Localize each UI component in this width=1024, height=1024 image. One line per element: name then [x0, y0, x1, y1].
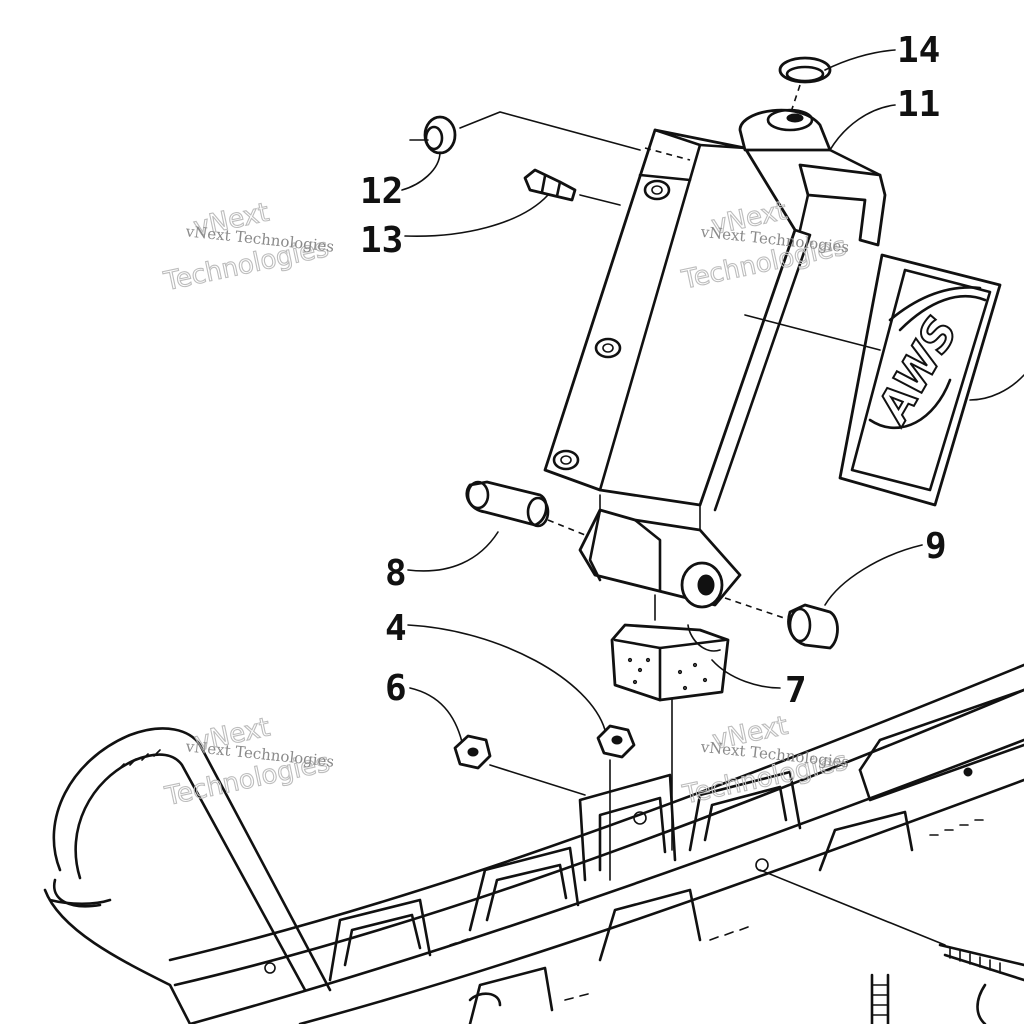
- callout-8: 8: [385, 553, 407, 594]
- callout-14: 14: [897, 30, 940, 71]
- callout-6: 6: [385, 668, 407, 709]
- callout-13: 13: [360, 220, 403, 261]
- callout-leaders: [401, 49, 923, 743]
- callout-12: 12: [360, 171, 403, 212]
- spindle: [543, 108, 887, 609]
- callout-4: 4: [385, 608, 407, 649]
- callout-11: 11: [897, 84, 940, 125]
- leader-nut-6: [489, 764, 586, 796]
- leader-bolt: [759, 869, 946, 946]
- part-7-bumper: [610, 623, 730, 702]
- part-14-cap: [778, 56, 832, 116]
- part-8-bushing: [465, 480, 586, 536]
- ski-assembly: [43, 663, 1024, 1024]
- part-9-bushing: [724, 597, 839, 650]
- callout-9: 9: [925, 526, 947, 567]
- part-4-nut: [596, 724, 636, 759]
- part-12-plug: [409, 111, 641, 155]
- part-13-grease-fitting: [523, 168, 621, 206]
- part-6-nut: [453, 734, 492, 770]
- callout-7: 7: [785, 670, 807, 711]
- aws-decal-plate: AWS: [744, 253, 1024, 507]
